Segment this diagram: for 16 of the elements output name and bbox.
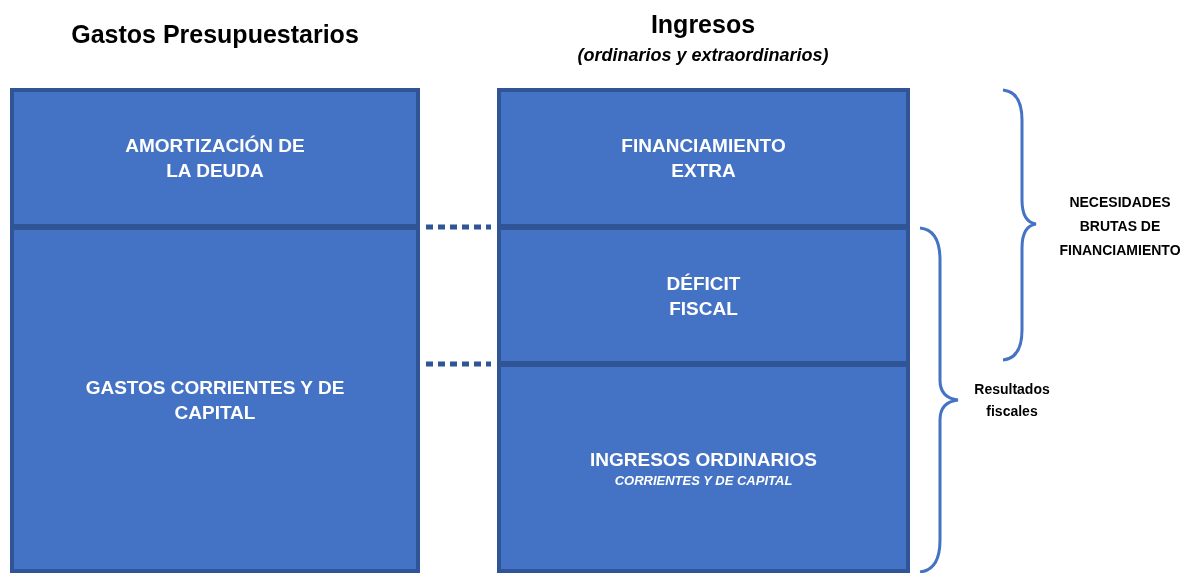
bracket-label: Resultados fiscales <box>973 380 1051 421</box>
block-box <box>10 88 420 228</box>
block-title: AMORTIZACIÓN DE LA DEUDA <box>124 134 306 183</box>
bracket-label: NECESIDADES BRUTAS DE FINANCIAMIENTO <box>1058 193 1182 260</box>
block-box <box>10 226 420 573</box>
block-title: DÉFICIT FISCAL <box>665 271 742 321</box>
column-heading: Ingresos <box>649 9 757 40</box>
block-title: GASTOS CORRIENTES Y DE CAPITAL <box>84 375 346 425</box>
block-box <box>497 363 910 573</box>
block-title: FINANCIAMIENTO EXTRA <box>620 134 787 183</box>
column-subheading: (ordinarios y extraordinarios) <box>576 44 830 67</box>
column-heading: Gastos Presupuestarios <box>70 19 360 50</box>
block-subtitle: CORRIENTES Y DE CAPITAL <box>614 471 793 490</box>
block-box <box>497 226 910 365</box>
block-box <box>497 88 910 228</box>
block-title: INGRESOS ORDINARIOS <box>590 447 817 472</box>
